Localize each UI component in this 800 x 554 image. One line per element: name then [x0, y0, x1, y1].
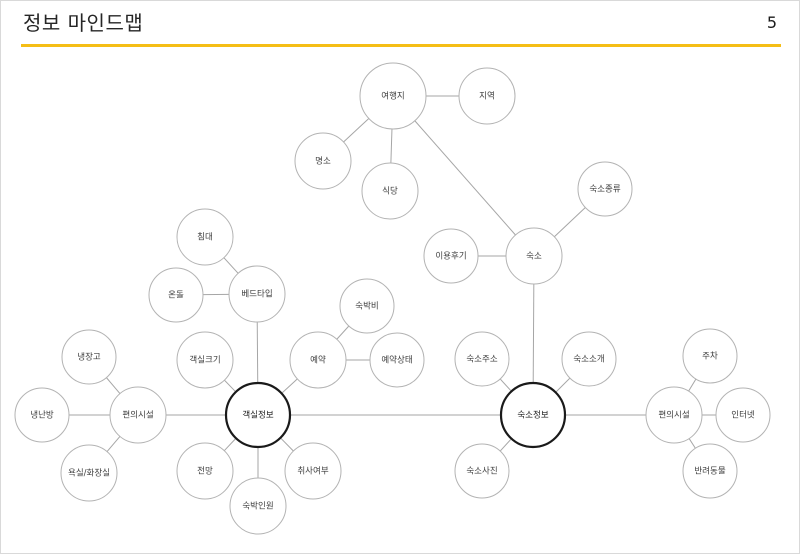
mindmap-edge [499, 378, 512, 392]
node-circle[interactable] [289, 331, 347, 389]
mindmap-node-yoksilhwajangsil[interactable]: 욕실/화장실 [60, 444, 118, 502]
node-circle[interactable] [294, 132, 352, 190]
mindmap-node-sukbakinwon[interactable]: 숙박인원 [229, 477, 287, 535]
mindmap-edge [554, 207, 586, 238]
page-number: 5 [766, 13, 777, 32]
mindmap-node-sikdang[interactable]: 식당 [361, 162, 419, 220]
mindmap-node-suksojongryu[interactable]: 숙소종류 [577, 161, 633, 217]
mindmap-node-naengjanggo[interactable]: 냉장고 [61, 329, 117, 385]
node-circle[interactable] [682, 328, 738, 384]
node-circle[interactable] [499, 381, 567, 449]
mindmap-edge [688, 378, 697, 392]
mindmap-edge [336, 325, 350, 340]
mindmap-node-gaeksilkeugi[interactable]: 객실크기 [176, 331, 234, 389]
mindmap-node-jucha[interactable]: 주차 [682, 328, 738, 384]
mindmap-node-sukso[interactable]: 숙소 [505, 227, 563, 285]
node-circle[interactable] [645, 386, 703, 444]
node-circle[interactable] [61, 329, 117, 385]
mindmap-edge [499, 438, 512, 452]
node-circle[interactable] [359, 62, 427, 130]
mindmap-node-chwisayeobu[interactable]: 취사여부 [284, 442, 342, 500]
mindmap-edge [688, 438, 696, 449]
mindmap-node-bedtype[interactable]: 베드타입 [228, 265, 286, 323]
node-circle[interactable] [682, 443, 738, 499]
page-title: 정보 마인드맵 [23, 11, 144, 35]
node-circle[interactable] [561, 331, 617, 387]
node-circle[interactable] [228, 265, 286, 323]
mindmap-node-yeyaksangtae[interactable]: 예약상태 [369, 332, 425, 388]
mindmap-edge [106, 436, 121, 452]
mindmap-node-sukbakbi[interactable]: 숙박비 [339, 278, 395, 334]
node-circle[interactable] [176, 442, 234, 500]
node-circle[interactable] [577, 161, 633, 217]
mindmap-edge [555, 377, 571, 393]
mindmap-edge [223, 257, 239, 274]
mindmap-edge [343, 118, 370, 143]
node-circle[interactable] [148, 267, 204, 323]
node-circle[interactable] [284, 442, 342, 500]
mindmap-edge [414, 120, 516, 236]
mindmap-node-ondol[interactable]: 온돌 [148, 267, 204, 323]
node-circle[interactable] [109, 386, 167, 444]
mindmap-node-myeongso[interactable]: 명소 [294, 132, 352, 190]
mindmap-node-banryeodongmul[interactable]: 반려동물 [682, 443, 738, 499]
mindmap-node-suksojuso[interactable]: 숙소주소 [454, 331, 510, 387]
node-circle[interactable] [176, 208, 234, 266]
node-circle[interactable] [224, 381, 292, 449]
node-circle[interactable] [423, 228, 479, 284]
mindmap-edges [69, 95, 716, 478]
mindmap-node-chimdae[interactable]: 침대 [176, 208, 234, 266]
node-circle[interactable] [229, 477, 287, 535]
mindmap-node-internet[interactable]: 인터넷 [715, 387, 771, 443]
node-circle[interactable] [339, 278, 395, 334]
mindmap-node-jeonmang[interactable]: 전망 [176, 442, 234, 500]
mindmap-node-naengnanbang[interactable]: 냉난방 [14, 387, 70, 443]
mindmap-edge [224, 379, 237, 393]
node-circle[interactable] [454, 443, 510, 499]
mindmap-edge [106, 377, 121, 394]
mindmap-node-suksosogae[interactable]: 숙소소개 [561, 331, 617, 387]
mindmap-node-pyeonuisiseol-left[interactable]: 편의시설 [109, 386, 167, 444]
node-circle[interactable] [458, 67, 516, 125]
node-circle[interactable] [369, 332, 425, 388]
mindmap-node-yeyak[interactable]: 예약 [289, 331, 347, 389]
node-circle[interactable] [176, 331, 234, 389]
mindmap-node-iyonghugi[interactable]: 이용후기 [423, 228, 479, 284]
node-circle[interactable] [454, 331, 510, 387]
mindmap-edge [281, 378, 298, 394]
header-divider [21, 44, 781, 47]
mindmap-node-gaeksiljeongbo[interactable]: 객실정보 [224, 381, 292, 449]
node-circle[interactable] [361, 162, 419, 220]
mindmap-edge [532, 283, 535, 384]
slide-header: 정보 마인드맵 5 [1, 1, 799, 48]
mindmap-edge [280, 437, 294, 452]
node-circle[interactable] [505, 227, 563, 285]
mindmap-node-yeohaengji[interactable]: 여행지 [359, 62, 427, 130]
node-circle[interactable] [60, 444, 118, 502]
mindmap-node-suksosajin[interactable]: 숙소사진 [454, 443, 510, 499]
node-circle[interactable] [715, 387, 771, 443]
mindmap-node-jiyeok[interactable]: 지역 [458, 67, 516, 125]
mindmap-node-suksojeongbo[interactable]: 숙소정보 [499, 381, 567, 449]
mindmap-node-pyeonuisiseol-right[interactable]: 편의시설 [645, 386, 703, 444]
node-circle[interactable] [14, 387, 70, 443]
mindmap-edge [390, 128, 393, 164]
mindmap-edge [256, 321, 259, 384]
mindmap-edge [223, 437, 237, 452]
